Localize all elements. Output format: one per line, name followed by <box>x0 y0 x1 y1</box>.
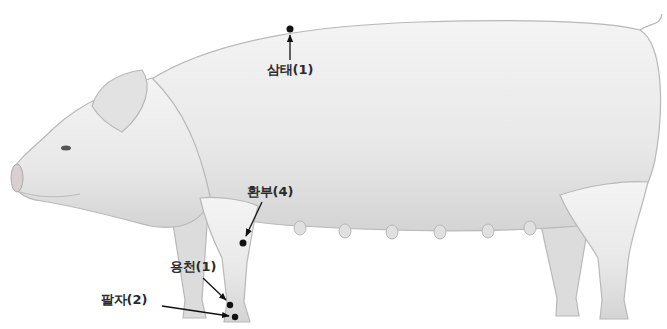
leader-arrow <box>289 35 290 60</box>
leader-arrows <box>162 35 290 316</box>
point-label: 용천(1) <box>169 260 218 274</box>
pig-body <box>12 14 662 322</box>
leader-arrow <box>246 202 262 236</box>
point-label: 삼태(1) <box>266 63 315 77</box>
point-label: 팔자(2) <box>100 293 149 307</box>
point-dot <box>227 302 233 308</box>
point-label: 환부(4) <box>246 185 295 199</box>
pig-details <box>11 146 536 240</box>
point-dot <box>232 314 238 320</box>
point-dot <box>287 26 294 33</box>
leader-arrow <box>203 278 226 300</box>
leader-arrow <box>162 306 229 316</box>
point-dot <box>240 240 247 247</box>
